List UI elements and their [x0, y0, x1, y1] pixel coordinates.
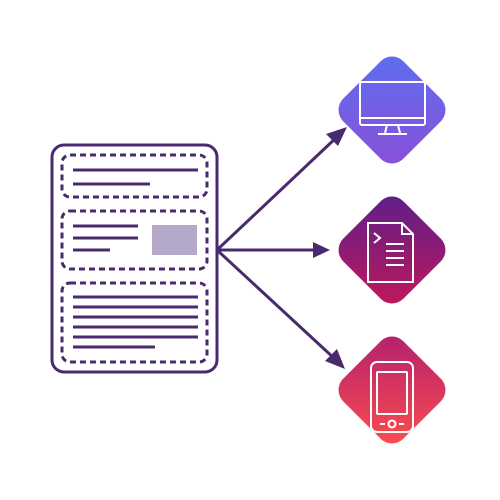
- mobile-phone-icon: [370, 361, 414, 433]
- text-lines-section: [60, 153, 209, 199]
- paragraph-section: [60, 281, 209, 364]
- arrowhead-file: [313, 242, 330, 258]
- phone-target: [338, 336, 446, 444]
- text-with-image-section: [60, 209, 209, 271]
- arrowhead-phone: [325, 349, 345, 369]
- file-target: [338, 196, 446, 304]
- code-file-icon: [367, 222, 414, 283]
- arrow-to-phone: [215, 248, 338, 362]
- image-placeholder: [152, 225, 197, 255]
- content-layout-document-icon: [50, 143, 219, 374]
- desktop-target: [338, 56, 446, 164]
- arrow-to-desktop: [215, 134, 340, 252]
- desktop-monitor-icon: [359, 81, 426, 135]
- distribution-arrows: [215, 127, 347, 369]
- arrowhead-desktop: [326, 127, 347, 146]
